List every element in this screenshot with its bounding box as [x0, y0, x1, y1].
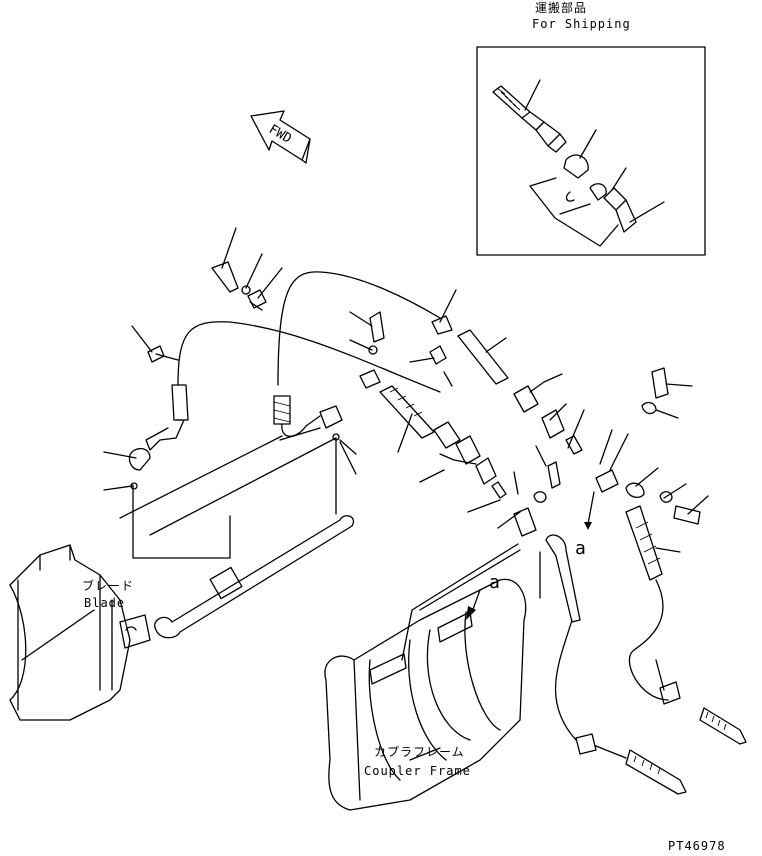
blade-label-en: Blade — [84, 596, 126, 610]
leader-lines — [21, 227, 709, 761]
right-side-parts — [419, 367, 747, 795]
blade-assembly — [9, 437, 355, 721]
shipping-box-title-jp: 運搬部品 — [535, 1, 588, 15]
shipping-box-title-en: For Shipping — [532, 17, 631, 31]
center-couplings — [359, 311, 619, 623]
blade-label-jp: ブレード — [82, 579, 135, 593]
coupler-frame-label-en: Coupler Frame — [364, 764, 471, 778]
drawing-id: PT46978 — [668, 839, 726, 853]
hose-lines — [119, 261, 441, 536]
detail-marker-a-right: a — [575, 538, 586, 559]
coupler-frame-label-jp: カプラフレーム — [374, 745, 465, 759]
shipping-parts-box — [476, 46, 706, 256]
coupler-frame — [324, 543, 527, 811]
detail-marker-a-upper: a — [489, 572, 500, 593]
fwd-arrow: FWD — [250, 110, 311, 164]
